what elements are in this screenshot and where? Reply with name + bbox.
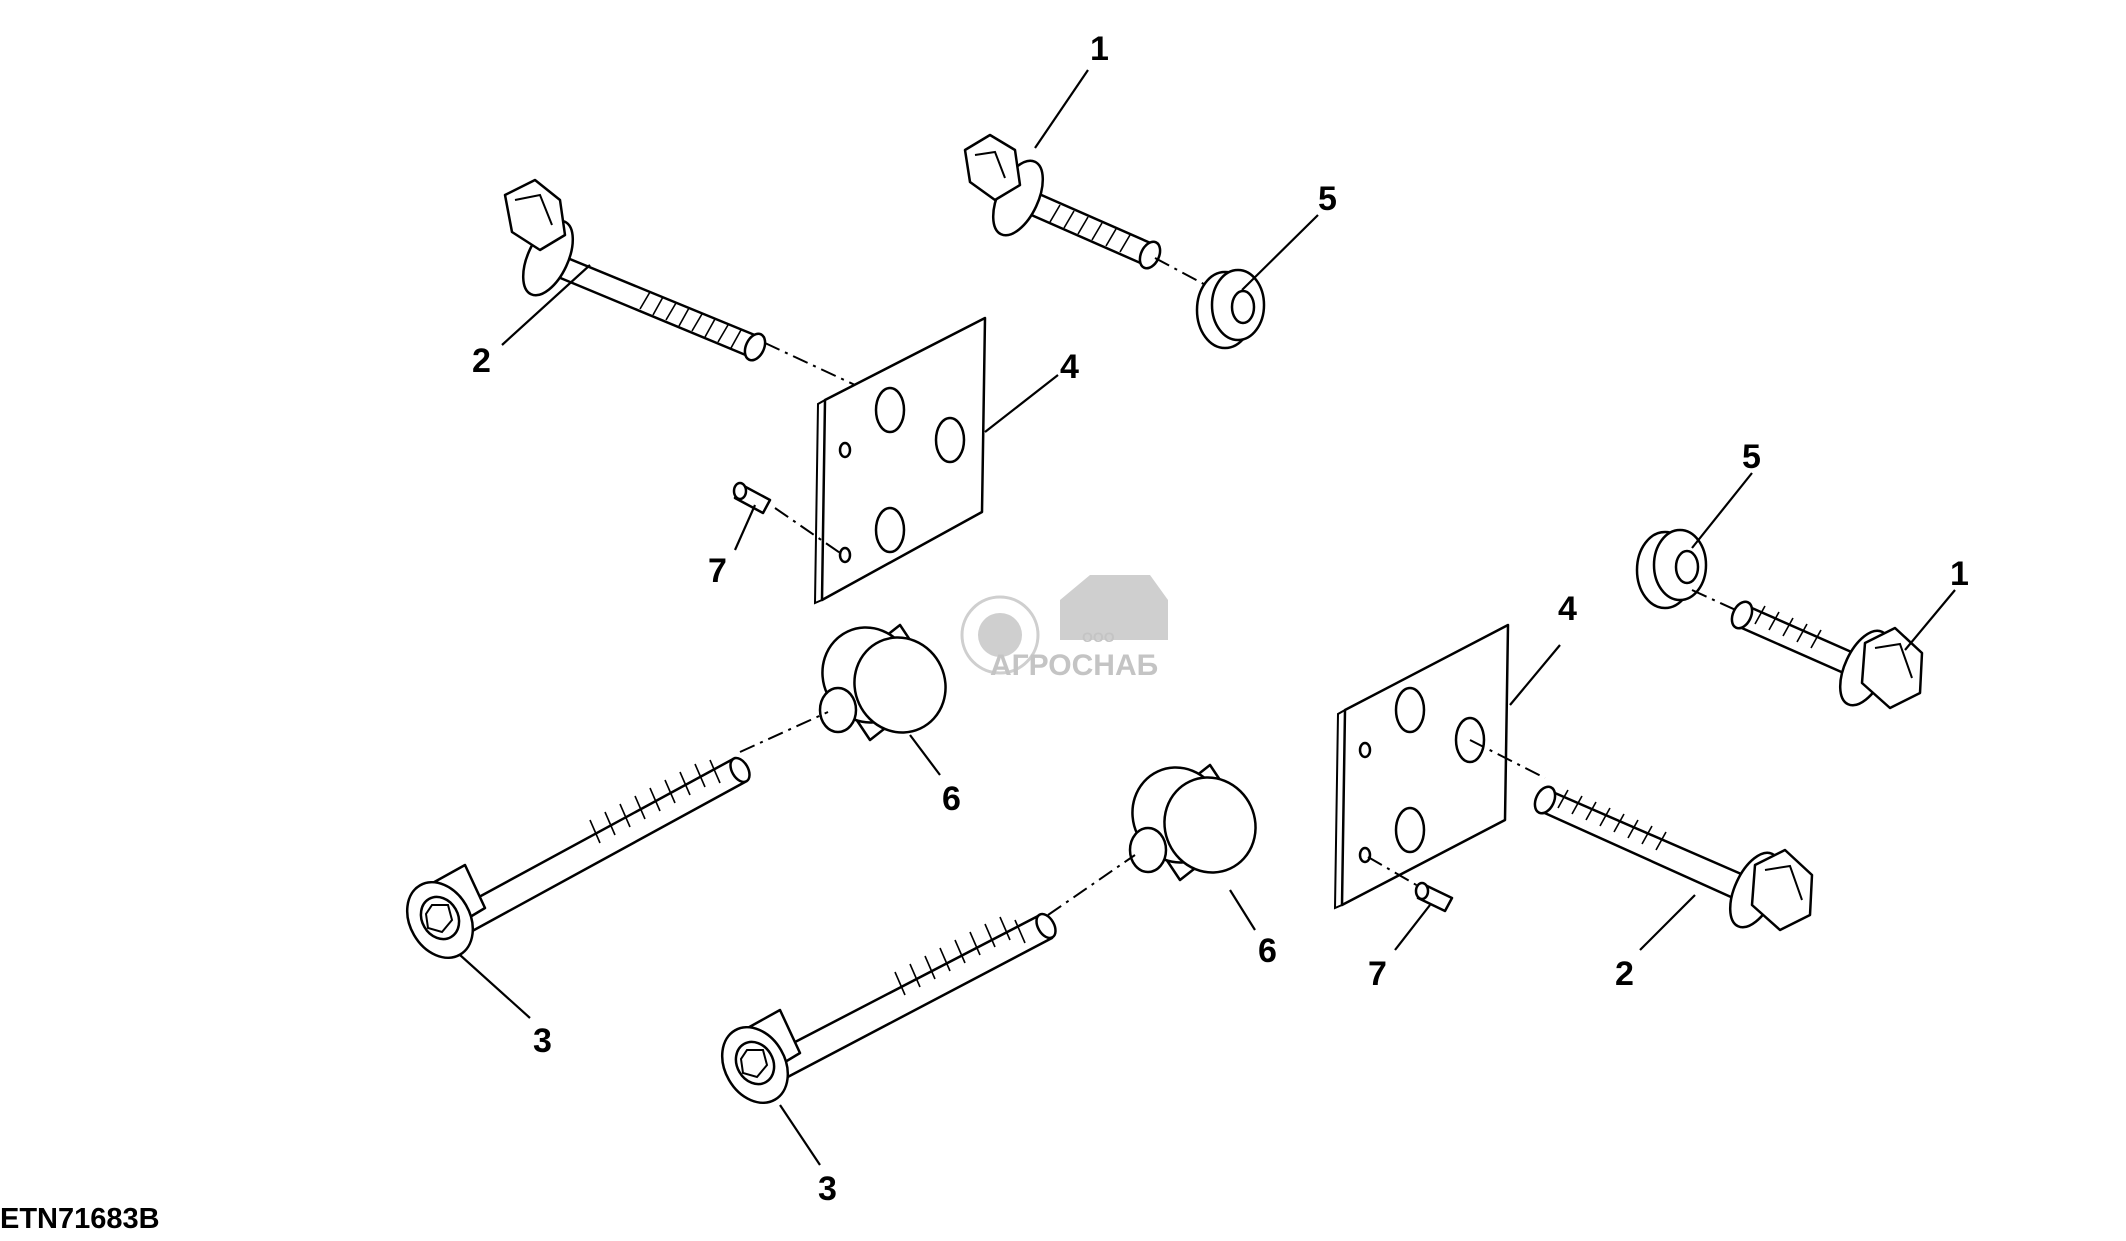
flange-bolt-right-short (1730, 600, 1924, 710)
callout-1-upper: 1 (1090, 30, 1109, 68)
callout-3-lower: 3 (818, 1170, 837, 1208)
flange-bolt-upper-center (963, 133, 1162, 270)
watermark-small-text: ООО (1082, 629, 1115, 645)
callout-6-lower: 6 (1258, 932, 1277, 970)
callout-2-right: 2 (1615, 955, 1634, 993)
mounting-plate-right (1333, 623, 1510, 910)
callout-3-upper: 3 (533, 1022, 552, 1060)
figure-code: ETN71683B (0, 1203, 160, 1235)
nut-right (1635, 528, 1708, 610)
spacer-lower (1128, 763, 1257, 882)
callout-7-upper: 7 (708, 552, 727, 590)
callout-6-upper: 6 (942, 780, 961, 818)
socket-head-screw-upper (405, 756, 751, 959)
leader-lines (459, 69, 1956, 1166)
callout-5-upper: 5 (1318, 180, 1337, 218)
watermark-name-text: АГРОСНАБ (990, 649, 1158, 682)
watermark-logo: ООО АГРОСНАБ (960, 575, 1168, 682)
spacer-upper (818, 623, 947, 742)
flange-bolt-upper-left (503, 178, 767, 362)
mounting-plate-upper-left (813, 316, 987, 605)
callout-2-upper: 2 (472, 342, 491, 380)
flange-bolt-right (1533, 785, 1814, 932)
callout-1-right: 1 (1950, 555, 1969, 593)
callout-4-upper: 4 (1060, 348, 1079, 386)
callout-7-right: 7 (1368, 955, 1387, 993)
dowel-pin-right (1414, 881, 1454, 913)
nut-upper-center (1195, 268, 1266, 350)
socket-head-screw-lower (720, 912, 1057, 1104)
callout-5-right: 5 (1742, 438, 1761, 476)
callout-4-right: 4 (1558, 590, 1577, 628)
dowel-pin-upper-left (732, 481, 772, 515)
callout-numbers: 1 2 4 5 7 6 3 6 3 4 5 1 7 2 (472, 30, 1969, 1208)
